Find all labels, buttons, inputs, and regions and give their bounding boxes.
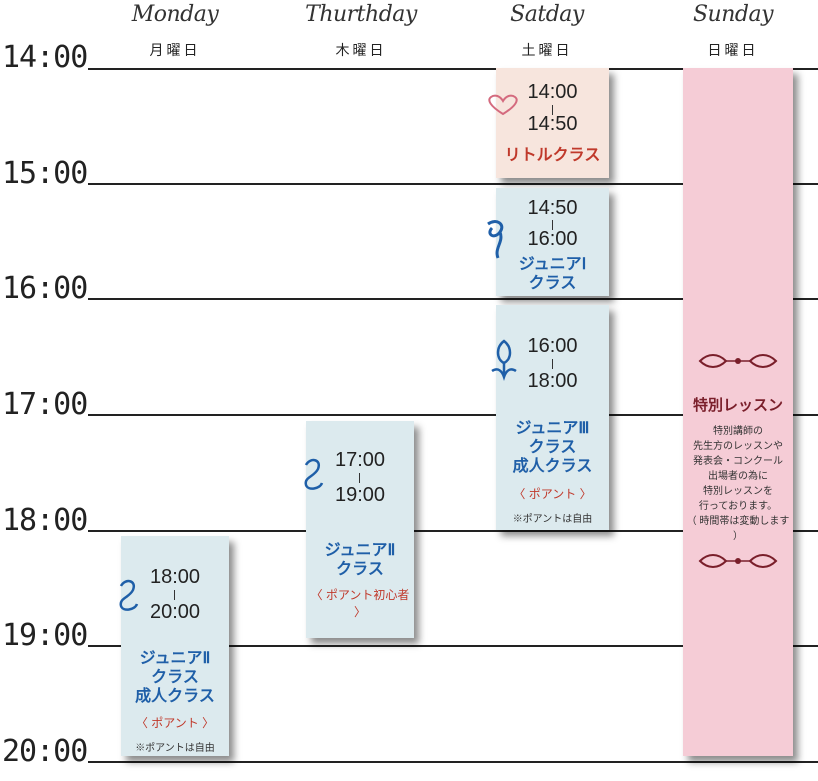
end-time: 20:00 [149, 601, 201, 623]
day-name-saturday: Satday [510, 2, 584, 27]
end-time: 19:00 [334, 484, 386, 506]
start-time: 16:00 [527, 335, 578, 357]
class-note: 〈 ポアント初心者 〉 [310, 588, 410, 619]
class-name: ジュニアⅠ クラス [518, 256, 587, 292]
class-name: リトルクラス [504, 147, 601, 164]
end-time: 16:00 [527, 228, 578, 250]
day-name-monday-jp: 月曜日 [149, 43, 201, 59]
lesson-block-monday-junior2[interactable]: 18:00 20:00 ジュニアⅡ クラス 成人クラス 〈 ポアント 〉 ※ポア… [119, 536, 229, 756]
divider-ornament-icon [698, 354, 778, 368]
time-range-tick [359, 473, 360, 483]
time-label: 16:00 [2, 271, 88, 306]
lesson-block-sunday-special[interactable]: 特別レッスン 特別講師の 先生方のレッスンや 発表会・コンクール 出場者の為に … [683, 68, 793, 756]
lesson-block-saturday-junior1[interactable]: 14:50 16:00 ジュニアⅠ クラス [487, 188, 609, 296]
day-name-thursday-jp: 木曜日 [335, 43, 387, 59]
hour-line [88, 298, 818, 300]
swirl-ornament-icon [304, 458, 324, 490]
day-name-thursday: Thurthday [305, 2, 417, 27]
start-time: 14:00 [527, 81, 578, 103]
class-name: ジュニアⅢ クラス 成人クラス [512, 420, 593, 475]
hour-line [88, 414, 818, 416]
time-range-tick [552, 220, 553, 230]
start-time: 14:50 [527, 197, 578, 219]
class-note: 〈 ポアント 〉 [513, 487, 592, 501]
start-time: 17:00 [334, 449, 386, 471]
lesson-block-saturday-junior3[interactable]: 16:00 18:00 ジュニアⅢ クラス 成人クラス 〈 ポアント 〉 ※ポア… [491, 305, 609, 530]
lesson-block-thursday-junior2[interactable]: 17:00 19:00 ジュニアⅡ クラス 〈 ポアント初心者 〉 [304, 421, 414, 638]
time-range-tick [552, 359, 553, 369]
hour-line [88, 645, 818, 647]
day-name-saturday-jp: 土曜日 [521, 43, 573, 59]
start-time: 18:00 [149, 566, 201, 588]
time-label: 17:00 [2, 387, 88, 422]
time-label: 15:00 [2, 156, 88, 191]
time-label: 18:00 [2, 503, 88, 538]
hour-line [88, 530, 818, 532]
lesson-block-saturday-little[interactable]: 14:00 14:50 リトルクラス [488, 68, 609, 178]
class-name: ジュニアⅡ クラス [324, 542, 396, 578]
end-time: 14:50 [527, 113, 578, 135]
class-name: ジュニアⅡ クラス 成人クラス [135, 650, 215, 705]
special-lesson-title: 特別レッスン [692, 397, 783, 414]
scroll-ornament-icon [487, 220, 504, 259]
tulip-ornament-icon [491, 339, 517, 381]
hour-line [88, 68, 818, 70]
class-footnote: ※ポアントは自由 [512, 514, 593, 525]
time-range-tick [174, 590, 175, 600]
hour-line [88, 761, 818, 763]
heart-icon [488, 94, 518, 116]
end-time: 18:00 [527, 370, 578, 392]
time-label: 19:00 [2, 618, 88, 653]
day-name-sunday: Sunday [692, 2, 774, 27]
special-lesson-description: 特別講師の 先生方のレッスンや 発表会・コンクール 出場者の為に 特別レッスンを… [686, 426, 790, 542]
day-name-sunday-jp: 日曜日 [707, 43, 759, 59]
time-label: 20:00 [2, 734, 88, 769]
hour-line [88, 183, 818, 185]
swirl-ornament-icon [119, 579, 139, 611]
class-footnote: ※ポアントは自由 [135, 743, 215, 754]
class-note: 〈 ポアント 〉 [135, 716, 215, 730]
divider-ornament-icon [698, 554, 778, 568]
time-label: 14:00 [2, 40, 88, 75]
time-range-tick [552, 105, 553, 115]
day-name-monday: Monday [131, 2, 219, 27]
